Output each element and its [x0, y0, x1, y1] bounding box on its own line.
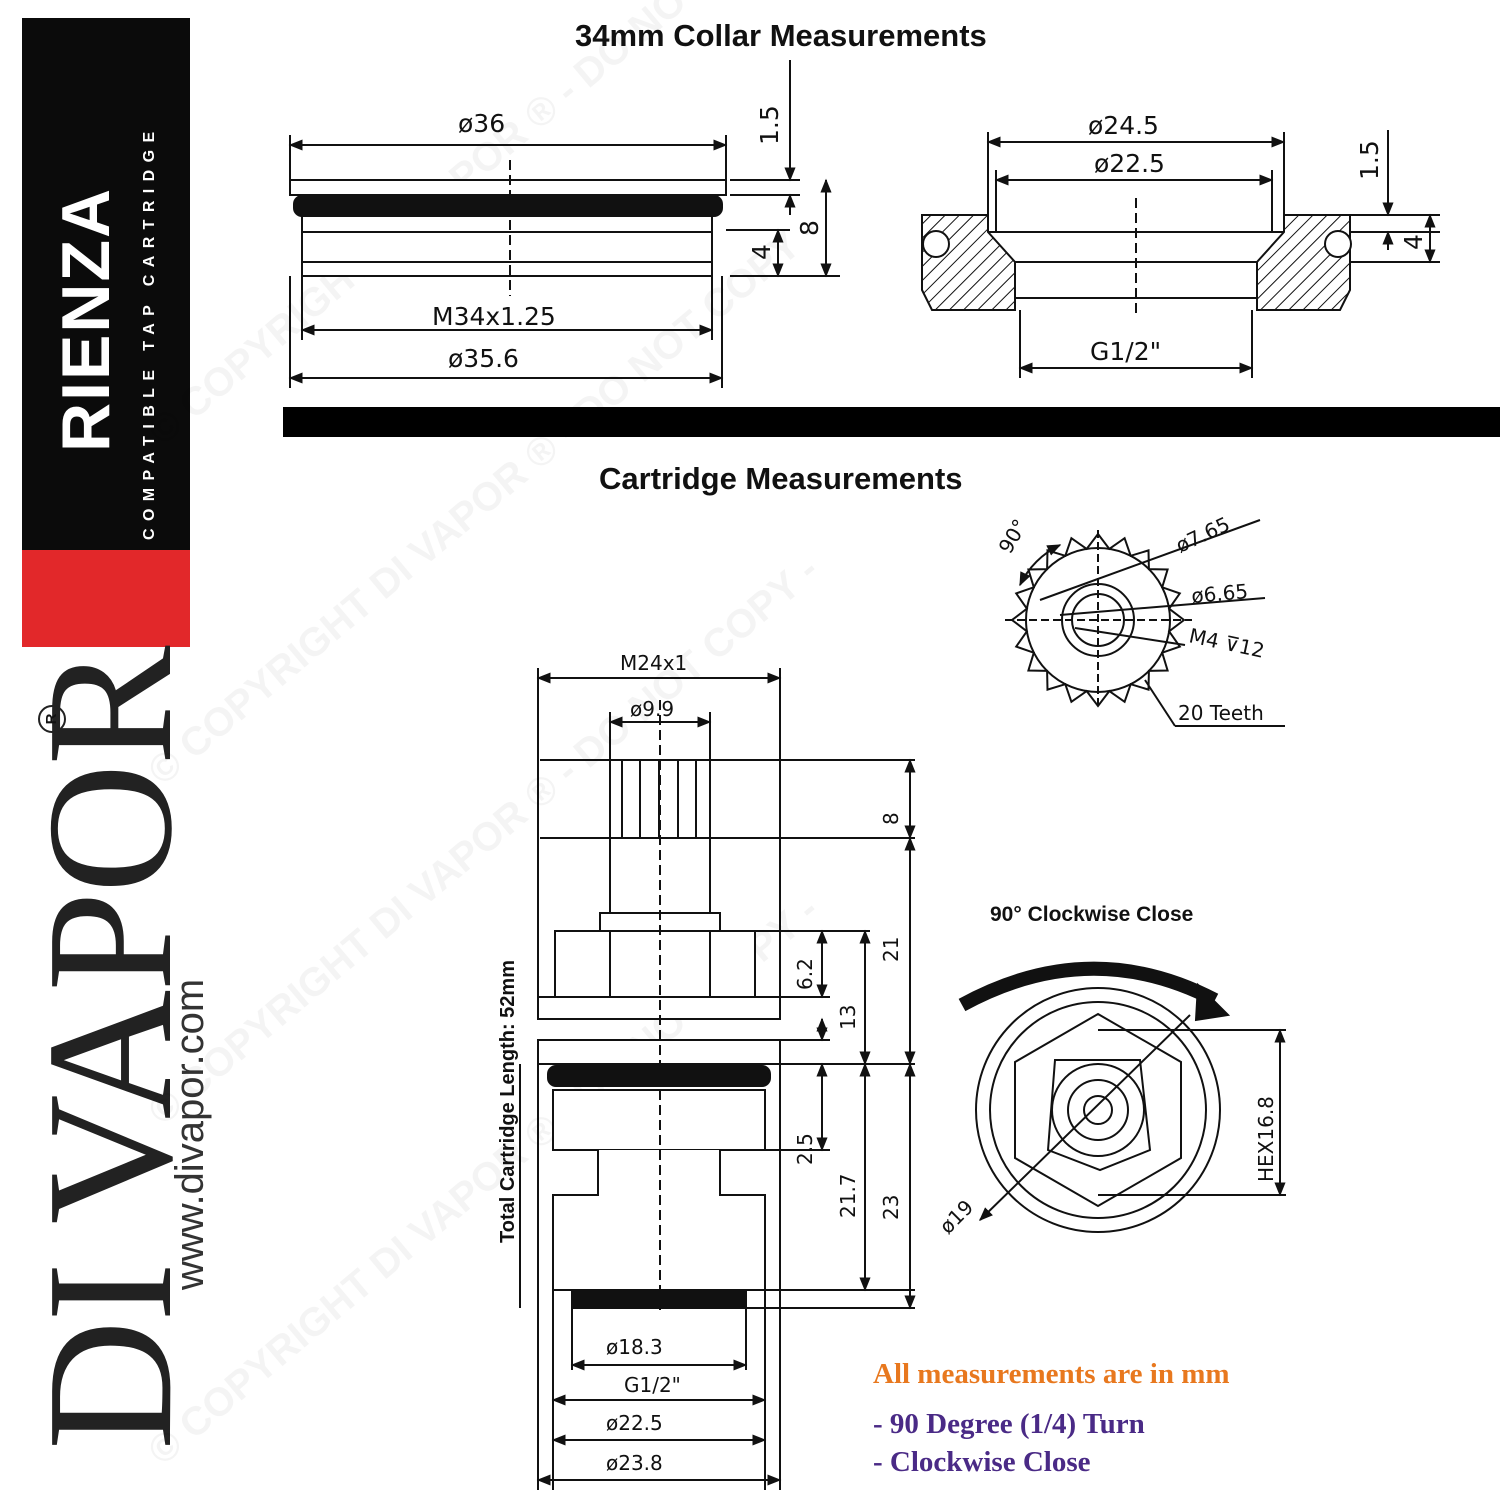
cartridge-end-view	[958, 961, 1286, 1233]
cartridge-title: Cartridge Measurements	[599, 461, 963, 496]
dim-h23: 23	[879, 1195, 903, 1220]
turn-note: - 90 Degree (1/4) Turn	[873, 1408, 1145, 1440]
dim-h21-7: 21.7	[836, 1173, 860, 1218]
brand-banner-accent	[22, 550, 190, 647]
dim-collar-g-thread: G1/2"	[1090, 337, 1161, 366]
dim-collar-right-h4: 4	[1399, 234, 1428, 250]
dim-screw: M4 ⊽12	[1187, 623, 1267, 662]
dim-h2-5: 2.5	[793, 1133, 817, 1165]
cartridge-side-view	[519, 668, 916, 1490]
dim-h6-2: 6.2	[793, 958, 817, 990]
dim-collar-d35-6: ø35.6	[448, 344, 519, 373]
dim-teeth: 20 Teeth	[1178, 701, 1264, 725]
dim-bottom-thread: G1/2"	[624, 1373, 681, 1397]
close-note: - Clockwise Close	[873, 1446, 1091, 1478]
cartridge-dimensions: M24x1 ø9.9 8 21 6.2 13 2.5 21.7 23 ø18.3…	[606, 651, 903, 1475]
dim-collar-thread: M34x1.25	[432, 302, 556, 331]
collar-side-view	[288, 60, 840, 388]
dim-d6-65: ø6.65	[1190, 579, 1249, 608]
total-length-label: Total Cartridge Length: 52mm	[497, 960, 519, 1243]
brand-banner	[22, 18, 190, 550]
section-divider	[283, 407, 1500, 437]
collar-dimensions: ø36 M34x1.25 ø35.6 1.5 8 4 ø24.5 ø22.5 G…	[432, 105, 1428, 373]
dim-d18-3: ø18.3	[606, 1335, 663, 1359]
dim-d23-8: ø23.8	[606, 1451, 663, 1475]
dim-angle: 90°	[994, 515, 1033, 558]
dim-h8: 8	[879, 812, 903, 825]
dim-d22-5: ø22.5	[606, 1411, 663, 1435]
dim-collar-d36: ø36	[458, 109, 505, 138]
dim-d19: ø19	[935, 1195, 979, 1239]
dim-collar-d24-5: ø24.5	[1088, 111, 1159, 140]
dim-spindle: ø9.9	[630, 697, 674, 721]
dim-collar-h1-5: 1.5	[755, 105, 784, 145]
dim-h13: 13	[836, 1005, 860, 1030]
dim-collar-d22-5: ø22.5	[1094, 149, 1165, 178]
units-note: All measurements are in mm	[873, 1358, 1230, 1390]
turn-direction-label: 90° Clockwise Close	[990, 903, 1194, 926]
dim-collar-right-h1-5: 1.5	[1355, 140, 1384, 180]
dim-hex: HEX16.8	[1254, 1096, 1278, 1182]
collar-section-view	[921, 130, 1440, 378]
spline-top-view	[1005, 519, 1285, 727]
dim-h21: 21	[879, 937, 903, 962]
dim-d7-65: ø7.65	[1172, 512, 1234, 558]
dim-collar-h8: 8	[795, 220, 824, 236]
dim-top-thread: M24x1	[620, 651, 687, 675]
collar-title: 34mm Collar Measurements	[575, 18, 987, 53]
dim-collar-h4: 4	[747, 244, 776, 260]
